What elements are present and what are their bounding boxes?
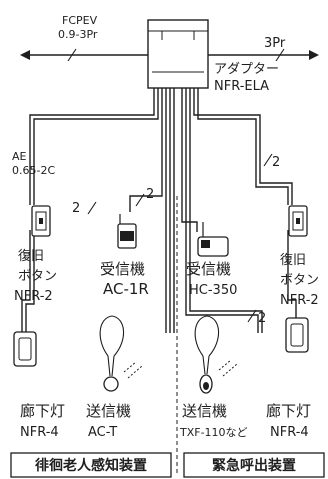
receiver-right-label: 受信機 <box>186 260 231 278</box>
hall-light-right-label: 廊下灯 <box>266 402 311 420</box>
left-arrow-icon <box>20 50 30 60</box>
left-trunk-tick <box>67 48 77 62</box>
tick-right-lower <box>247 309 257 323</box>
transmitter-txf110-icon <box>194 315 238 394</box>
transmitter-right-model: TXF-110など <box>179 426 248 439</box>
hall-light-left-icon <box>13 331 37 367</box>
reset-left-label-1: 復旧 <box>18 248 44 264</box>
adapter-model: NFR-ELA <box>214 79 269 94</box>
right-cable-spec: 3Pr <box>264 36 286 51</box>
left-cable-type: FCPEV <box>62 14 98 27</box>
reset-left-model: NFR-2 <box>14 289 53 304</box>
right-trunk-tick <box>275 48 285 62</box>
reset-left-label-2: ボタン <box>18 269 57 284</box>
right-arrow-icon <box>309 50 319 60</box>
reset-right-label-1: 復旧 <box>280 252 306 268</box>
right-system-title: 緊急呼出装置 <box>212 457 296 474</box>
transmitter-left-model: AC-T <box>88 425 117 440</box>
reset-button-left <box>31 205 51 237</box>
reset-right-label-2: ボタン <box>280 273 319 288</box>
wire-bundle <box>29 88 293 333</box>
hall-light-left-model: NFR-4 <box>20 425 59 440</box>
hall-light-left-label: 廊下灯 <box>20 402 65 420</box>
left-light-wire <box>21 230 31 335</box>
receiver-left-model: AC-1R <box>103 280 149 298</box>
ae-cable-spec: 0.65-2C <box>12 164 55 177</box>
transmitter-right-label: 送信機 <box>182 402 227 420</box>
pair-count-ae: 2 <box>72 201 80 216</box>
pair-count-right: 2 <box>272 155 280 170</box>
tick-receiver-left <box>135 193 145 207</box>
reset-right-model: NFR-2 <box>280 293 319 308</box>
adapter-label: アダプター <box>214 62 279 77</box>
hall-light-right-model: NFR-4 <box>270 425 309 440</box>
receiver-hc350-icon <box>197 222 229 257</box>
pair-count-receiver: 2 <box>146 187 154 202</box>
left-light-wire-2 <box>25 230 35 335</box>
transmitter-act-icon <box>99 315 143 392</box>
adapter-box <box>147 19 209 89</box>
receiver-ac1r-icon <box>117 214 137 249</box>
right-light-wire <box>287 230 297 318</box>
left-system-title: 徘徊老人感知装置 <box>35 457 147 474</box>
hall-light-right-icon <box>285 317 309 353</box>
receiver-left-label: 受信機 <box>100 260 145 278</box>
left-cable-spec: 0.9-3Pr <box>58 28 98 41</box>
tick-ae <box>87 201 97 215</box>
receiver-right-model: HC-350 <box>189 283 237 298</box>
transmitter-left-label: 送信機 <box>86 402 131 420</box>
ae-cable-type: AE <box>12 150 27 163</box>
reset-button-right <box>288 205 308 237</box>
left-system-box <box>10 452 172 478</box>
tick-right <box>263 153 273 167</box>
pair-count-right-lower: 2 <box>258 311 266 326</box>
right-system-box <box>183 452 325 478</box>
